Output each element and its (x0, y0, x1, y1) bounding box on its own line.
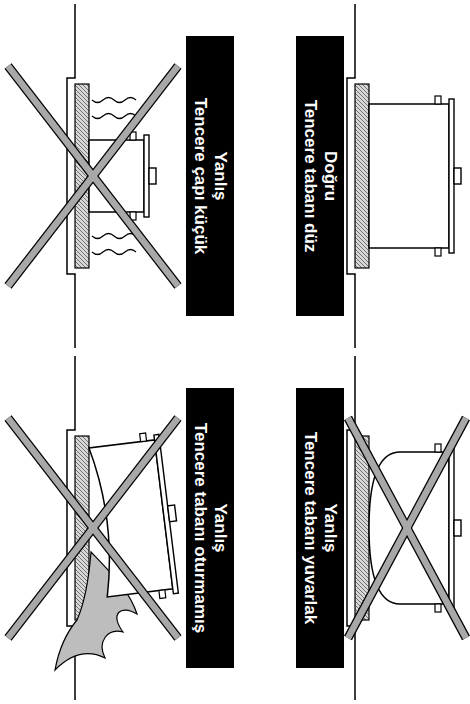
wrong-cross (8, 66, 178, 286)
cross-outline (348, 418, 466, 638)
label-text: Tencere tabanı yuvarlak (301, 394, 321, 662)
hot-plate (355, 436, 369, 620)
verdict-heading: Yanlış (210, 42, 230, 310)
cross-outline (8, 66, 178, 286)
cooktop-surface (347, 356, 355, 700)
cross-outline (8, 418, 178, 638)
pot-lid-rim (449, 99, 454, 253)
wrong-cross (8, 66, 178, 286)
pot-body (369, 104, 449, 248)
lid-knob (454, 168, 461, 184)
label-text: Tencere tabanı oturmamış (191, 394, 211, 662)
cell-drawing (347, 356, 466, 700)
wrong-cross (348, 418, 466, 638)
cross-outline (8, 418, 178, 638)
cross-outline (8, 66, 178, 286)
verdict-heading: Yanlış (320, 394, 340, 662)
pot-handle (140, 433, 147, 442)
pot-handle (435, 96, 441, 104)
hot-plate (355, 84, 369, 268)
heat-wave (92, 114, 136, 119)
label-bar: DoğruTencere tabanı düz (296, 36, 344, 316)
verdict-heading: Yanlış (210, 394, 230, 662)
pot-handle (435, 604, 441, 612)
cell-drawing (8, 4, 178, 348)
pot-lid-rim (154, 434, 178, 593)
lid-knob (168, 505, 177, 522)
label-bar: YanlışTencere tabanı yuvarlak (296, 388, 344, 668)
pot-handle (159, 590, 166, 599)
label-text: Tencere çapı küçük (191, 42, 211, 310)
label-bar: YanlışTencere çapı küçük (186, 36, 234, 316)
cell-drawing (347, 4, 461, 348)
wrong-cross (348, 418, 466, 638)
cell-drawing (8, 356, 186, 700)
pot-handle (435, 444, 441, 452)
heat-wave (92, 250, 136, 255)
pot-handle (435, 248, 441, 256)
hot-plate (75, 84, 89, 268)
wrong-cross (8, 418, 178, 638)
wrong-cross (8, 418, 178, 638)
heat-wave (92, 98, 136, 103)
pot-lid-rim (449, 447, 454, 609)
label-bar: YanlışTencere tabanı oturmamış (186, 388, 234, 668)
lid-knob (454, 520, 461, 536)
pot-lid-rim (144, 135, 149, 217)
cross-outline (348, 418, 466, 638)
lid-knob (149, 168, 156, 184)
heat-wave (92, 234, 136, 239)
verdict-heading: Doğru (320, 42, 340, 310)
label-text: Tencere tabanı düz (301, 42, 321, 310)
cooktop-surface (347, 4, 355, 348)
cooktop-surface (67, 4, 75, 348)
